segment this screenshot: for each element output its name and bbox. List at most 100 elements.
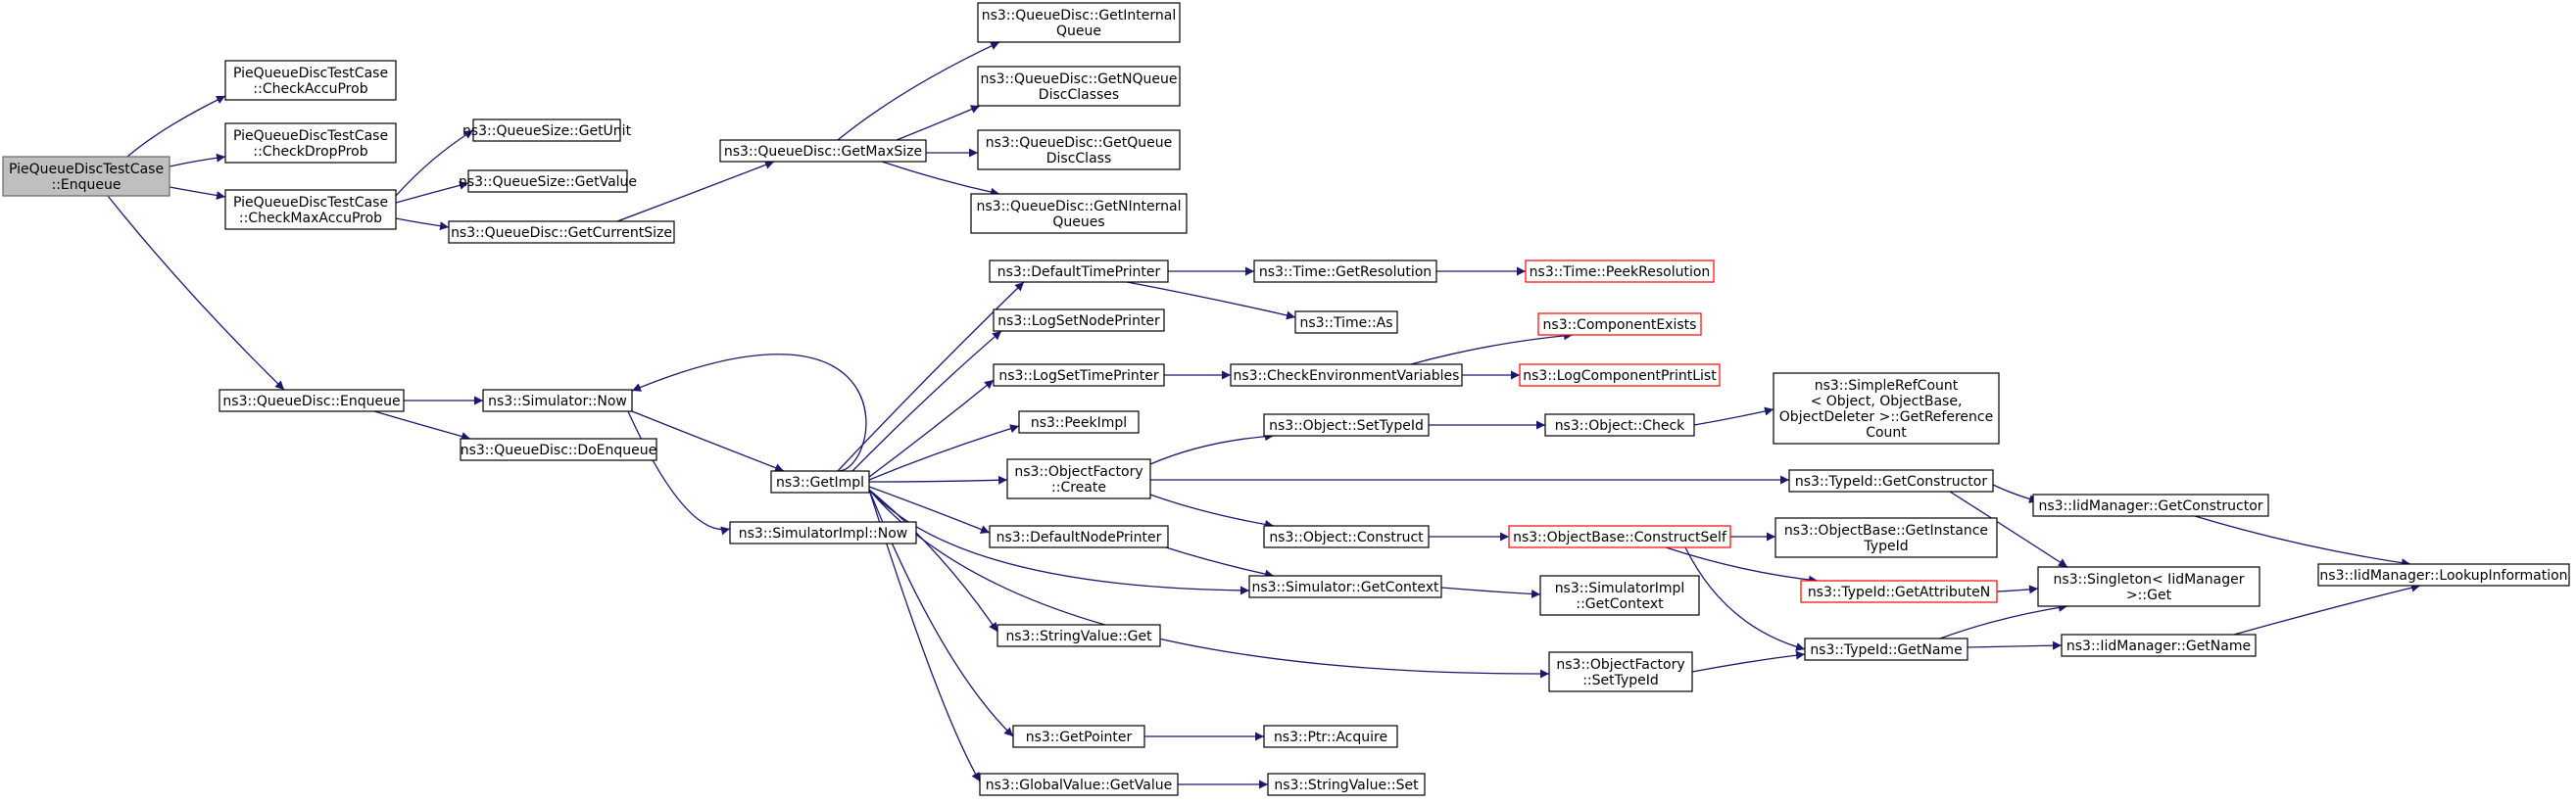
edge-maxaccu-to-curr — [395, 217, 450, 231]
node-tidgetname[interactable]: ns3::TypeId::GetName — [1804, 638, 1968, 661]
node-label: ns3::Simulator::GetContext — [1251, 580, 1439, 595]
node-root[interactable]: PieQueueDiscTestCase::Enqueue — [2, 156, 170, 197]
edge-dnp-to-simgetctx — [1165, 546, 1275, 579]
node-box — [1248, 575, 1442, 598]
node-obconstructself[interactable]: ns3::ObjectBase::ConstructSelf — [1508, 525, 1731, 548]
node-label: ns3::IidManager::GetName — [2066, 638, 2251, 654]
node-accu[interactable]: PieQueueDiscTestCase::CheckAccuProb — [224, 60, 397, 101]
node-iidlookup[interactable]: ns3::IidManager::LookupInformation — [2317, 563, 2570, 587]
node-iidgetctor[interactable]: ns3::IidManager::GetConstructor — [2032, 494, 2269, 517]
node-label: ::Create — [1051, 480, 1106, 496]
node-label: ns3::SimulatorImpl::Now — [739, 526, 908, 542]
node-label: ::SetTypeId — [1582, 673, 1659, 688]
node-peekimpl[interactable]: ns3::PeekImpl — [1018, 410, 1140, 434]
node-doenq[interactable]: ns3::QueueDisc::DoEnqueue — [460, 438, 657, 461]
node-qdenq[interactable]: ns3::QueueDisc::Enqueue — [219, 389, 405, 412]
edge-cev-to-compexists — [1410, 331, 1574, 365]
node-tidgetctor[interactable]: ns3::TypeId::GetConstructor — [1788, 469, 1994, 493]
edge-simgetctx-to-simimplctx — [1440, 587, 1541, 598]
node-box — [977, 2, 1181, 43]
node-box — [979, 773, 1179, 796]
node-simimplnow[interactable]: ns3::SimulatorImpl::Now — [729, 521, 917, 544]
node-box — [729, 521, 917, 544]
node-qsvalue[interactable]: ns3::QueueSize::GetValue — [459, 169, 637, 193]
node-box — [1774, 517, 1998, 558]
node-getimpl[interactable]: ns3::GetImpl — [770, 470, 870, 494]
node-maxsize[interactable]: ns3::QueueDisc::GetMaxSize — [719, 139, 927, 163]
node-singleton[interactable]: ns3::Singleton< IidManager>::Get — [2037, 566, 2260, 607]
node-label: ns3::Time::GetResolution — [1259, 264, 1432, 280]
edge-maxsize-to-getnqdc — [896, 105, 981, 141]
node-simnow[interactable]: ns3::Simulator::Now — [482, 389, 633, 412]
node-box — [1267, 773, 1426, 796]
node-objcheck[interactable]: ns3::Object::Check — [1544, 413, 1695, 437]
edge-getimpl-to-ofsettid — [868, 489, 1550, 679]
edge-obconstructself-to-tidgetname — [1684, 546, 1806, 651]
node-simgetctx[interactable]: ns3::Simulator::GetContext — [1248, 575, 1442, 598]
node-box — [996, 624, 1161, 647]
node-label: ns3::LogComponentPrintList — [1523, 368, 1717, 384]
edge-root-to-accu — [126, 95, 226, 158]
edge-getimpl-to-svget — [868, 489, 998, 633]
node-label: ns3::QueueSize::GetUnit — [462, 123, 632, 139]
node-drop[interactable]: PieQueueDiscTestCase::CheckDropProb — [224, 122, 397, 164]
node-dtp[interactable]: ns3::DefaultTimePrinter — [989, 260, 1169, 283]
edge-objcheck-to-srcref — [1693, 406, 1774, 426]
node-qsunit[interactable]: ns3::QueueSize::GetUnit — [462, 118, 632, 142]
edge-tidgetname-to-iidgetname — [1967, 640, 2063, 650]
node-label: DiscClass — [1046, 151, 1112, 166]
node-ofsettid[interactable]: ns3::ObjectFactory::SetTypeId — [1548, 651, 1693, 692]
node-label: ns3::GetImpl — [776, 475, 864, 491]
node-box — [989, 260, 1169, 283]
node-label: ns3::QueueDisc::GetInternal — [982, 8, 1177, 24]
node-lsnp[interactable]: ns3::LogSetNodePrinter — [993, 308, 1165, 332]
node-label: ns3::Time::PeekResolution — [1530, 264, 1711, 280]
node-objconstruct[interactable]: ns3::Object::Construct — [1263, 525, 1430, 548]
node-box — [1508, 525, 1731, 548]
node-timeas[interactable]: ns3::Time::As — [1294, 310, 1398, 334]
node-objsettid[interactable]: ns3::Object::SetTypeId — [1263, 413, 1430, 437]
node-label: ns3::LogSetTimePrinter — [998, 368, 1159, 384]
node-dnp[interactable]: ns3::DefaultNodePrinter — [989, 525, 1169, 548]
node-ofcreate[interactable]: ns3::ObjectFactory::Create — [1006, 458, 1151, 499]
node-box — [2317, 563, 2570, 587]
node-iidgetname[interactable]: ns3::IidManager::GetName — [2061, 634, 2257, 657]
node-simimplctx[interactable]: ns3::SimulatorImpl::GetContext — [1539, 575, 1700, 616]
node-label: ns3::ObjectFactory — [1556, 657, 1684, 673]
node-srcref[interactable]: ns3::SimpleRefCount< Object, ObjectBase,… — [1773, 372, 2000, 445]
node-cev[interactable]: ns3::CheckEnvironmentVariables — [1230, 363, 1463, 387]
node-label: ns3::QueueDisc::GetMaxSize — [724, 144, 922, 160]
node-compexists[interactable]: ns3::ComponentExists — [1537, 312, 1702, 336]
node-tidgetattr[interactable]: ns3::TypeId::GetAttributeN — [1800, 580, 1998, 603]
edge-tidgetctor-to-singleton — [1949, 491, 2068, 568]
node-box — [1253, 260, 1437, 283]
edge-obconstructself-to-tidgetattr — [1665, 546, 1819, 585]
node-curr[interactable]: ns3::QueueDisc::GetCurrentSize — [448, 220, 675, 244]
node-ptracq[interactable]: ns3::Ptr::Acquire — [1263, 725, 1398, 748]
edge-simnow-to-getimpl — [626, 408, 785, 472]
node-label: ns3::DefaultNodePrinter — [996, 530, 1162, 545]
node-peekres[interactable]: ns3::Time::PeekResolution — [1525, 260, 1715, 283]
edge-root-to-qdenq — [107, 195, 285, 391]
node-maxaccu[interactable]: PieQueueDiscTestCase::CheckMaxAccuProb — [224, 189, 397, 230]
node-timeres[interactable]: ns3::Time::GetResolution — [1253, 260, 1437, 283]
node-label: ns3::ObjectBase::ConstructSelf — [1513, 530, 1727, 545]
node-box — [719, 139, 927, 163]
node-label: ns3::StringValue::Set — [1274, 778, 1419, 793]
node-logcpl[interactable]: ns3::LogComponentPrintList — [1519, 363, 1721, 387]
node-lstp[interactable]: ns3::LogSetTimePrinter — [993, 363, 1165, 387]
node-gvget[interactable]: ns3::GlobalValue::GetValue — [979, 773, 1179, 796]
node-getptr[interactable]: ns3::GetPointer — [1012, 725, 1145, 748]
node-box — [460, 438, 657, 461]
node-svset[interactable]: ns3::StringValue::Set — [1267, 773, 1426, 796]
node-svget[interactable]: ns3::StringValue::Get — [996, 624, 1161, 647]
node-label: ns3::QueueSize::GetValue — [459, 174, 637, 190]
edge-getimpl-to-lsnp — [851, 330, 1002, 472]
node-label: ns3::Object::Check — [1555, 418, 1685, 434]
